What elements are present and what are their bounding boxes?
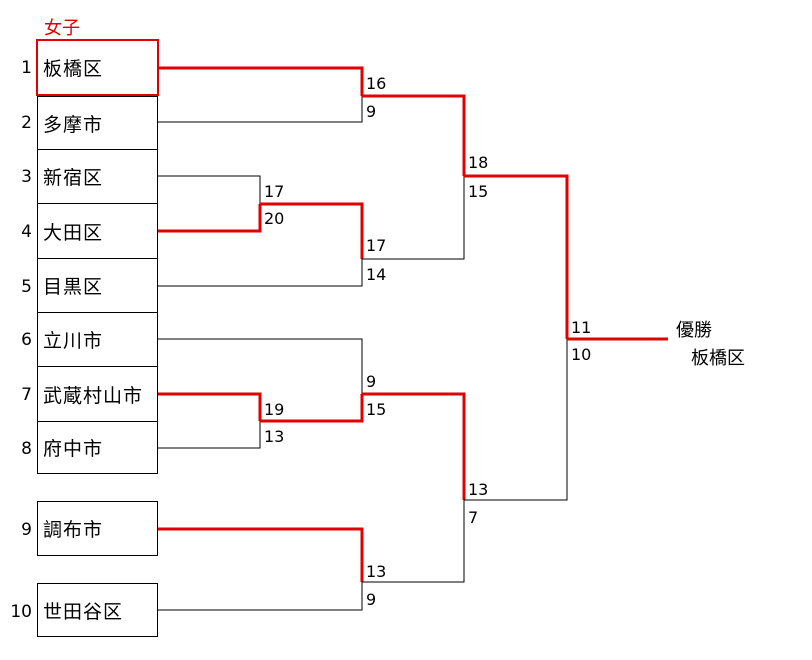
score-r2-m4-top: 13	[366, 562, 387, 581]
line-10-loss	[158, 582, 363, 611]
team-box-8: 府中市	[37, 421, 158, 474]
line-sf2-bottom-loss	[362, 500, 465, 583]
score-sf1-top: 18	[468, 153, 489, 172]
line-sf2-top-win	[362, 392, 466, 500]
line-final-bottom-loss	[464, 339, 568, 501]
score-sf2-top: 13	[468, 480, 489, 499]
score-r1-m1-bottom: 20	[264, 209, 285, 228]
seed-1: 1	[21, 58, 32, 78]
score-sf1-bottom: 15	[468, 182, 489, 201]
line-9-win	[158, 527, 364, 582]
line-final-top-win	[464, 174, 569, 339]
line-7-win	[158, 392, 262, 421]
bracket-title: 女子	[44, 18, 80, 39]
line-sf1-bottom-loss	[362, 176, 465, 260]
seed-9: 9	[21, 520, 32, 540]
line-34-win	[260, 202, 364, 259]
seed-3: 3	[21, 167, 32, 187]
score-r2-m1-bottom: 9	[366, 102, 377, 121]
seed-2: 2	[21, 113, 32, 133]
champion-name: 板橋区	[691, 348, 745, 369]
score-r1-m2-top: 19	[264, 400, 285, 419]
score-r2-m3-top: 9	[366, 372, 377, 391]
team-box-10: 世田谷区	[37, 583, 158, 637]
score-sf2-bottom: 7	[468, 508, 479, 527]
team-box-3: 新宿区	[37, 149, 158, 204]
champion-label: 優勝	[676, 320, 712, 341]
score-r1-m2-bottom: 13	[264, 427, 285, 446]
score-r2-m2-bottom: 14	[366, 265, 387, 284]
line-4-win	[158, 204, 262, 233]
line-78-win	[260, 394, 364, 423]
team-box-5: 目黒区	[37, 258, 158, 313]
line-sf1-top-win	[362, 94, 466, 176]
seed-7: 7	[21, 385, 32, 405]
line-3-loss	[158, 175, 261, 204]
seed-6: 6	[21, 330, 32, 350]
team-box-6: 立川市	[37, 312, 158, 367]
score-r2-m1-top: 16	[366, 74, 387, 93]
team-box-9: 調布市	[37, 501, 158, 556]
team-box-1: 板橋区	[36, 39, 159, 96]
score-final-top: 11	[571, 318, 592, 337]
score-r2-m2-top: 17	[366, 236, 387, 255]
seed-5: 5	[21, 277, 32, 297]
seed-10: 10	[10, 602, 32, 622]
team-box-7: 武蔵村山市	[37, 366, 158, 422]
seed-4: 4	[21, 222, 32, 242]
team-box-4: 大田区	[37, 203, 158, 259]
score-final-bottom: 10	[571, 345, 592, 364]
score-r1-m1-top: 17	[264, 182, 285, 201]
score-r2-m3-bottom: 15	[366, 400, 387, 419]
line-1-win	[158, 66, 364, 96]
seed-8: 8	[21, 439, 32, 459]
team-box-2: 多摩市	[37, 96, 158, 150]
line-8-loss	[158, 421, 261, 449]
score-r2-m4-bottom: 9	[366, 590, 377, 609]
line-5-loss	[158, 259, 363, 287]
line-2-loss	[158, 96, 363, 123]
line-6-loss	[158, 338, 363, 394]
